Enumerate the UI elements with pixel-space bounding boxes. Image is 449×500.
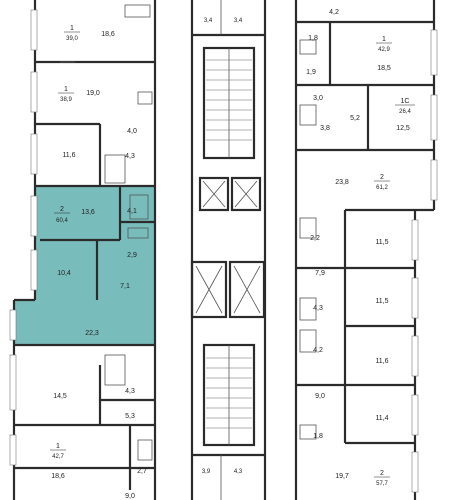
selected-kitchen: 10,4 <box>57 270 71 277</box>
apt-c-living: 18,6 <box>51 473 65 480</box>
core-bottom-right: 4,3 <box>234 469 243 475</box>
studio-living: 12,5 <box>396 125 410 132</box>
right-apt-b-rooms: 2 <box>380 174 384 181</box>
right-room-c: 11,5 <box>375 239 388 246</box>
studio-area: 26,4 <box>399 109 411 115</box>
selected-wc: 2,9 <box>127 252 137 259</box>
right-apt-a-living: 18,5 <box>377 65 391 72</box>
left-block-fixtures <box>60 4 153 461</box>
right-hall-e: 9,0 <box>315 393 325 400</box>
right-bath-f: 1,8 <box>313 433 323 440</box>
left-windows <box>9 9 38 466</box>
right-room-d: 11,5 <box>375 298 388 305</box>
apt-a-area: 39,0 <box>66 36 78 42</box>
apt-b-living: 19,0 <box>86 90 100 97</box>
room-b: 14,5 <box>53 393 67 400</box>
right-corr-a: 1,9 <box>306 69 316 76</box>
studio-kitchen: 5,2 <box>350 115 360 122</box>
bottom-partial: 9,0 <box>125 493 135 500</box>
right-bath-a: 1,8 <box>308 35 318 42</box>
studio-badge[interactable]: 1С 26,4 <box>395 98 415 115</box>
right-bath-c: 2,2 <box>310 235 320 242</box>
right-block-fixtures <box>299 39 317 440</box>
selected-hall: 7,1 <box>120 283 130 290</box>
selected-bedroom: 13,6 <box>81 209 95 216</box>
apt-b-badge[interactable]: 1 38,9 <box>58 86 74 103</box>
right-apt-a-area: 42,9 <box>378 47 390 53</box>
apt-b-area: 38,9 <box>60 97 72 103</box>
upper-stair-treads <box>206 59 252 141</box>
right-windows <box>411 29 438 493</box>
bath-b: 4,3 <box>125 388 135 395</box>
apt-c-rooms: 1 <box>56 443 60 450</box>
core-top-right: 3,4 <box>234 18 243 24</box>
bath-c: 2,7 <box>137 468 147 475</box>
right-bath-e: 4,2 <box>313 347 323 354</box>
selected-badge[interactable]: 2 60,4 <box>54 206 70 224</box>
right-apt-b-living: 23,8 <box>335 179 349 186</box>
apt-a-badge[interactable]: 1 39,0 <box>64 25 80 42</box>
right-apt-a-rooms: 1 <box>382 36 386 43</box>
core-top-left: 3,4 <box>204 18 213 24</box>
corridor-a: 4,0 <box>127 128 137 135</box>
right-corr-b: 3,0 <box>313 95 323 102</box>
right-apt-c-rooms: 2 <box>380 470 384 477</box>
selected-rooms: 2 <box>60 206 64 213</box>
apt-b-rooms: 1 <box>64 86 68 93</box>
selected-living: 22,3 <box>85 330 99 337</box>
apt-a-rooms: 1 <box>70 25 74 32</box>
right-bath-d: 4,3 <box>313 305 323 312</box>
right-apt-c-living: 19,7 <box>335 473 349 480</box>
right-apt-c-badge[interactable]: 2 57,7 <box>374 470 390 487</box>
apt-c-badge[interactable]: 1 42,7 <box>50 443 66 460</box>
right-hall-c: 7,9 <box>315 270 325 277</box>
right-room-f: 11,4 <box>375 415 388 422</box>
studio-rooms: 1С <box>401 98 410 105</box>
bath-a: 4,3 <box>125 153 135 160</box>
apt-a-living: 18,6 <box>101 31 115 38</box>
right-top: 4,2 <box>329 9 339 16</box>
selected-area: 60,4 <box>56 218 68 224</box>
right-bath-b: 3,8 <box>320 125 330 132</box>
corridor-b: 5,3 <box>125 413 135 420</box>
room-a: 11,6 <box>62 152 75 159</box>
lower-stair-treads <box>206 357 252 429</box>
selected-bath: 4,1 <box>127 208 137 215</box>
right-apt-c-area: 57,7 <box>376 481 388 487</box>
apt-c-area: 42,7 <box>52 454 64 460</box>
right-apt-b-area: 61,2 <box>376 185 388 191</box>
right-apt-a-badge[interactable]: 1 42,9 <box>376 36 392 53</box>
center-core <box>190 0 267 500</box>
right-apt-b-badge[interactable]: 2 61,2 <box>374 174 390 191</box>
core-bottom-left: 3,9 <box>202 469 211 475</box>
right-room-e: 11,6 <box>375 358 388 365</box>
